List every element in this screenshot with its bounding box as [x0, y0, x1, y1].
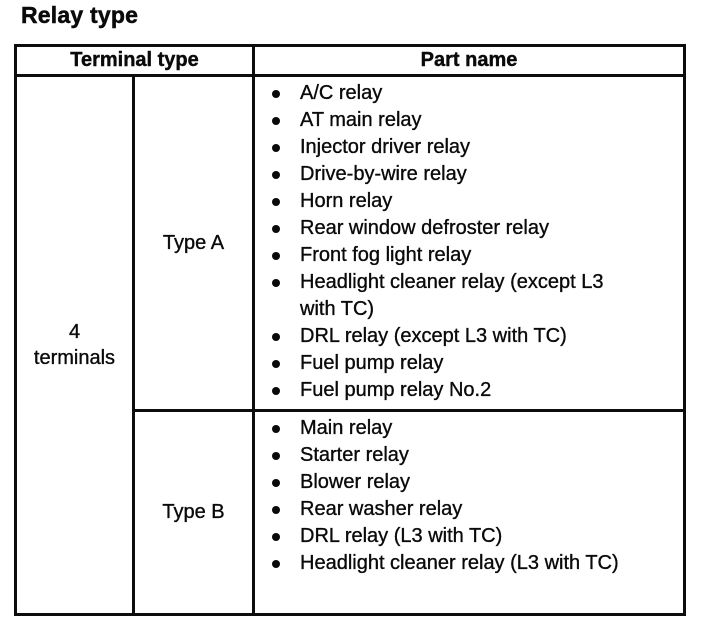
type-a-part-list-cell: A/C relay AT main relay Injector driver … [255, 77, 683, 412]
bullet-icon [269, 269, 300, 296]
terminal-count: 4 [68, 321, 81, 343]
part-name: Front fog light relay [300, 244, 472, 266]
part-name: Horn relay [300, 190, 393, 212]
part-list-item: Injector driver relay [269, 134, 679, 161]
page-title: Relay type [21, 2, 139, 29]
part-name: Fuel pump relay [300, 352, 444, 374]
part-list-item: Starter relay [269, 442, 679, 469]
part-list-item: Front fog light relay [269, 242, 679, 269]
part-name: A/C relay [300, 82, 383, 104]
part-name: Rear window defroster relay [300, 217, 549, 239]
bullet-icon [269, 134, 300, 161]
part-list-item: Drive-by-wire relay [269, 161, 679, 188]
part-name: DRL relay (L3 with TC) [300, 525, 503, 547]
bullet-icon [269, 415, 300, 442]
bullet-icon [269, 442, 300, 469]
bullet-icon [269, 469, 300, 496]
part-name: Rear washer relay [300, 498, 463, 520]
part-name: Starter relay [300, 444, 409, 466]
bullet-icon [269, 377, 300, 404]
bullet-icon [269, 496, 300, 523]
part-list-item: DRL relay (L3 with TC) [269, 523, 679, 550]
type-b-cell: Type B [135, 412, 255, 613]
bullet-icon [269, 215, 300, 242]
bullet-icon [269, 523, 300, 550]
bullet-icon [269, 80, 300, 107]
part-list-item: Rear window defroster relay [269, 215, 679, 242]
terminal-count-label: terminals [33, 347, 116, 369]
column-header-terminal-type: Terminal type [17, 47, 255, 77]
part-list-item: Headlight cleaner relay (except L3 with … [269, 269, 679, 323]
terminal-count-cell: 4 terminals [17, 77, 135, 613]
part-list-item: Fuel pump relay [269, 350, 679, 377]
type-b-part-list-cell: Main relay Starter relay Blower relay Re… [255, 412, 683, 613]
part-name: AT main relay [300, 109, 422, 131]
part-name: Main relay [300, 417, 393, 439]
column-header-part-name: Part name [255, 47, 683, 77]
bullet-icon [269, 350, 300, 377]
bullet-icon [269, 161, 300, 188]
part-list-item: Main relay [269, 415, 679, 442]
relay-type-table: Terminal type Part name 4 terminals Type… [14, 44, 686, 616]
part-name: Headlight cleaner relay (except L3 with … [300, 271, 604, 320]
part-name: Headlight cleaner relay (L3 with TC) [300, 552, 619, 574]
part-list-item: Rear washer relay [269, 496, 679, 523]
part-list-item: Headlight cleaner relay (L3 with TC) [269, 550, 679, 577]
part-list-item: A/C relay [269, 80, 679, 107]
part-name: Injector driver relay [300, 136, 471, 158]
bullet-icon [269, 242, 300, 269]
bullet-icon [269, 550, 300, 577]
part-name: Drive-by-wire relay [300, 163, 467, 185]
part-list-item: Fuel pump relay No.2 [269, 377, 679, 404]
part-name: DRL relay (except L3 with TC) [300, 325, 567, 347]
bullet-icon [269, 107, 300, 134]
type-a-cell: Type A [135, 77, 255, 412]
part-name: Fuel pump relay No.2 [300, 379, 492, 401]
part-list-item: AT main relay [269, 107, 679, 134]
type-b-part-list: Main relay Starter relay Blower relay Re… [255, 412, 683, 577]
part-list-item: Horn relay [269, 188, 679, 215]
part-list-item: DRL relay (except L3 with TC) [269, 323, 679, 350]
bullet-icon [269, 188, 300, 215]
bullet-icon [269, 323, 300, 350]
part-list-item: Blower relay [269, 469, 679, 496]
type-a-part-list: A/C relay AT main relay Injector driver … [255, 77, 683, 404]
part-name: Blower relay [300, 471, 411, 493]
